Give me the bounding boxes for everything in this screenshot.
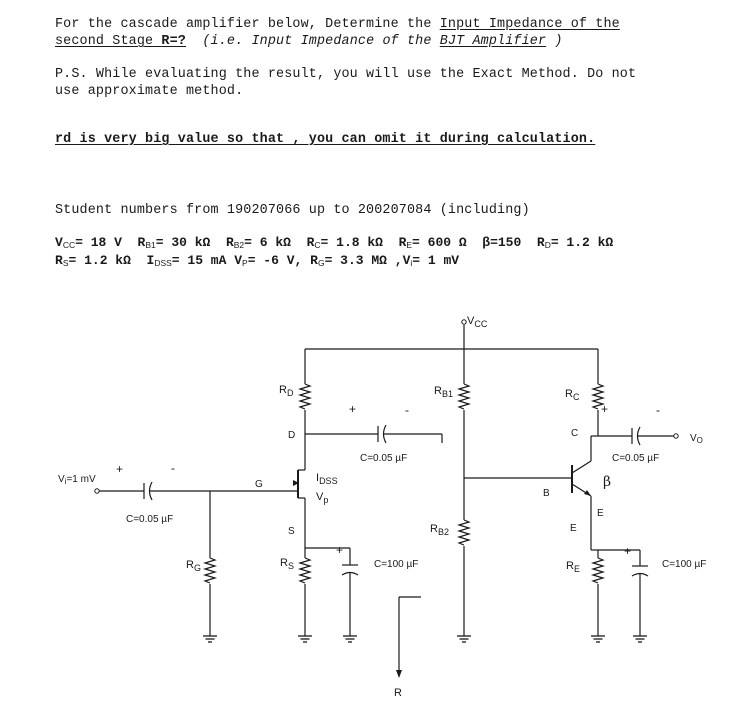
- emitter-label: E: [597, 508, 604, 519]
- source-label: S: [288, 526, 295, 537]
- cap-emitter-label: C=100 µF: [662, 559, 706, 570]
- re-label: RE: [566, 560, 580, 574]
- question-hint-end: ): [546, 34, 563, 49]
- note-line-2: use approximate method.: [55, 84, 244, 99]
- mid-plus: +: [349, 402, 356, 416]
- question-hint: (i.e. Input Impedance of the: [185, 34, 440, 49]
- emitter-node-label: E: [570, 523, 577, 534]
- vi-plus: +: [116, 462, 123, 476]
- cs-plus: +: [336, 543, 343, 557]
- ce-plus: +: [624, 544, 631, 558]
- question-highlight: Input Impedance of the: [439, 17, 620, 32]
- question-hint-highlight: BJT Amplifier: [439, 34, 547, 49]
- question-text: second Stage: [55, 34, 162, 49]
- vp-label: Vp: [316, 491, 328, 505]
- rc-label: RC: [565, 388, 580, 402]
- rd-note: rd is very big value so that , you can o…: [55, 132, 596, 147]
- gate-label: G: [255, 479, 263, 490]
- vo-label: VO: [690, 433, 703, 445]
- r-arrow-label: R: [394, 687, 402, 699]
- mid-minus: -: [405, 403, 409, 417]
- vcc-label: VCC: [467, 315, 488, 329]
- vi-label: Vi=1 mV: [58, 474, 96, 486]
- rd-label: RD: [279, 384, 294, 398]
- parameters-line-2: RS= 1.2 kΩ IDSS= 15 mA VP= -6 V, RG= 3.3…: [55, 253, 460, 268]
- parameters-line-1: VCC= 18 V RB1= 30 kΩ RB2= 6 kΩ RC= 1.8 k…: [55, 235, 614, 250]
- vi-minus: -: [171, 461, 175, 475]
- idss-label: IDSS: [316, 472, 338, 486]
- drain-label: D: [288, 430, 295, 441]
- rb2-label: RB2: [430, 523, 449, 537]
- collector-label: C: [571, 428, 578, 439]
- note-line-1: P.S. While evaluating the result, you wi…: [55, 67, 637, 82]
- cap-out-label: C=0.05 µF: [612, 453, 659, 464]
- student-numbers: Student numbers from 190207066 up to 200…: [55, 203, 530, 218]
- base-label: B: [543, 488, 550, 499]
- rg-label: RG: [186, 559, 201, 573]
- out-plus: +: [601, 402, 608, 416]
- beta-label: β: [603, 474, 611, 490]
- cap-source-label: C=100 µF: [374, 559, 418, 570]
- question-line-2: second Stage R=? (i.e. Input Impedance o…: [55, 33, 563, 50]
- rs-label: RS: [280, 557, 294, 571]
- out-minus: -: [656, 403, 660, 417]
- cap-in-label: C=0.05 µF: [126, 514, 173, 525]
- cap-mid-label: C=0.05 µF: [360, 453, 407, 464]
- question-text: For the cascade amplifier below, Determi…: [55, 17, 440, 32]
- question-line-1: For the cascade amplifier below, Determi…: [55, 16, 620, 33]
- question-target: R=?: [161, 34, 186, 49]
- rb1-label: RB1: [434, 385, 453, 399]
